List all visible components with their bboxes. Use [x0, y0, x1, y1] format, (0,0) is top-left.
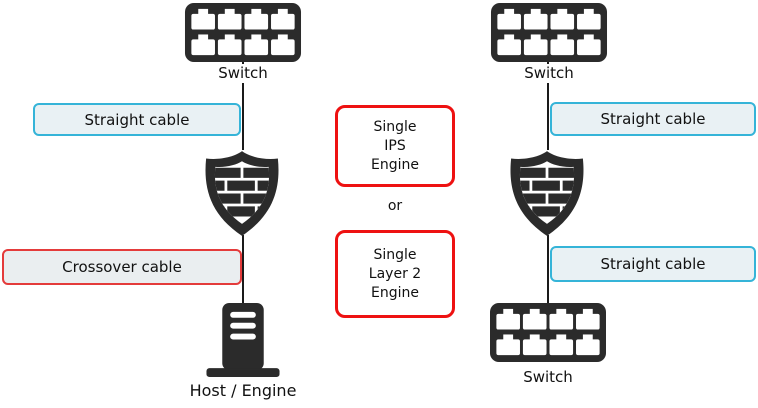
engine-box-line: Engine [371, 284, 419, 301]
cable-label-text: Straight cable [600, 110, 706, 128]
switch-icon [490, 3, 608, 62]
right-switch-top-label: Switch [490, 64, 608, 83]
left-straight-cable-label: Straight cable [33, 103, 241, 136]
right-straight-cable-top-label: Straight cable [550, 102, 756, 136]
right-straight-cable-bottom-label: Straight cable [550, 246, 756, 282]
firewall-shield-icon [510, 151, 584, 236]
right-switch-bottom-label: Switch [490, 368, 606, 387]
connector-left-firewall-to-host [242, 235, 244, 305]
connector-left-switch-to-firewall [242, 60, 244, 150]
server-tower-icon [206, 303, 280, 378]
switch-icon [490, 303, 606, 362]
cable-label-text: Straight cable [600, 255, 706, 273]
switch-icon [184, 3, 302, 62]
engine-box-line: Single [373, 246, 417, 263]
engine-box-line: Engine [371, 156, 419, 173]
or-label: or [387, 198, 403, 214]
connector-right-firewall-to-switch [547, 235, 549, 305]
cable-label-text: Crossover cable [62, 258, 182, 276]
crossover-cable-label: Crossover cable [2, 249, 242, 285]
connector-right-switch-to-firewall [547, 60, 549, 150]
single-layer2-engine-box: Single Layer 2 Engine [335, 230, 455, 318]
host-engine-label: Host / Engine [173, 381, 313, 400]
cable-label-text: Straight cable [84, 110, 190, 129]
firewall-shield-icon [205, 151, 279, 236]
single-ips-engine-box: Single IPS Engine [335, 105, 455, 187]
left-switch-label: Switch [184, 64, 302, 83]
engine-box-line: IPS [384, 137, 406, 154]
engine-box-line: Single [373, 118, 417, 135]
engine-box-line: Layer 2 [368, 265, 422, 282]
